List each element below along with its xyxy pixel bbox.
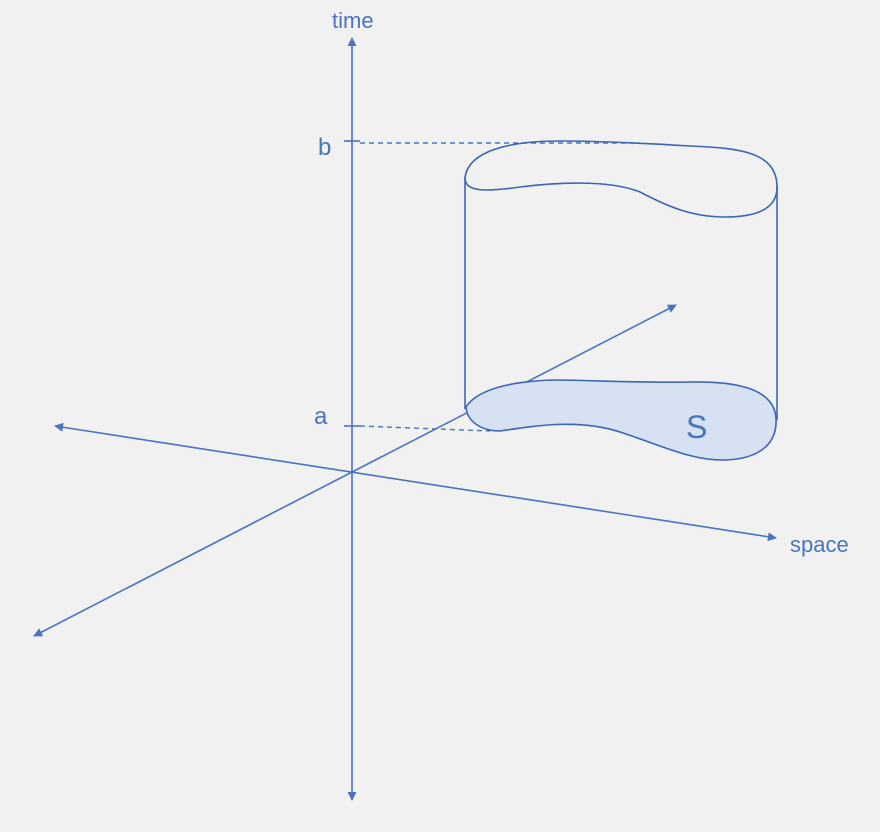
- time-axis-label: time: [332, 8, 374, 33]
- cylinder-top-cap: [464, 140, 778, 218]
- guide-line-a: [359, 425, 491, 432]
- upper-bound-label: b: [318, 134, 331, 161]
- space-axis-label: space: [790, 532, 849, 557]
- lower-bound-label: a: [314, 403, 328, 430]
- region-s-label: S: [686, 409, 707, 445]
- region-s-base: [465, 379, 777, 461]
- depth-axis: [33, 304, 677, 637]
